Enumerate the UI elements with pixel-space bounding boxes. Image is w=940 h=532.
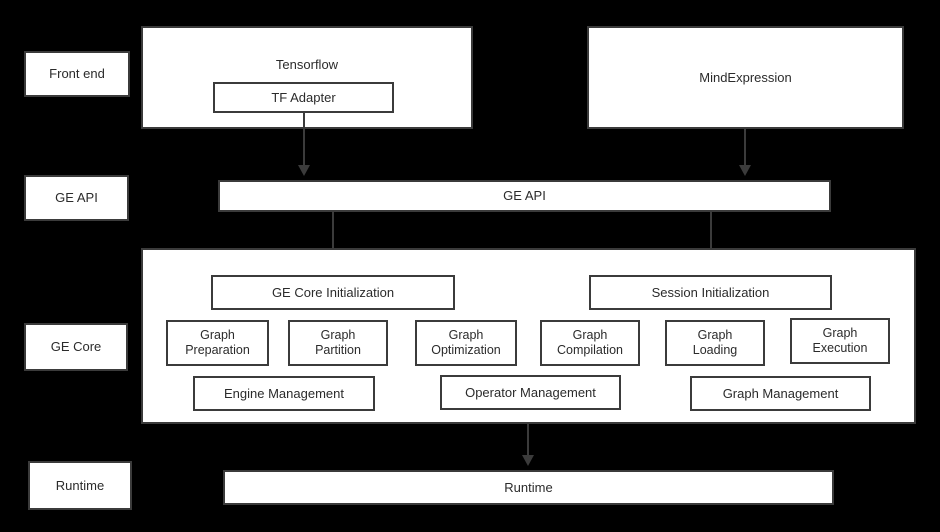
connector-tf-adapter-to-ge-api (303, 113, 305, 167)
runtime-bar[interactable]: Runtime (223, 470, 834, 505)
layer-label-runtime: Runtime (28, 461, 132, 510)
layer-label-front-end: Front end (24, 51, 130, 97)
operator-management-box[interactable]: Operator Management (440, 375, 621, 410)
tf-adapter-box[interactable]: TF Adapter (213, 82, 394, 113)
graph-optimization-box[interactable]: Graph Optimization (415, 320, 517, 366)
connector-mindexpression-to-ge-api (744, 129, 746, 167)
arrowhead-mindexpression-to-ge-api (739, 165, 751, 176)
graph-loading-box[interactable]: Graph Loading (665, 320, 765, 366)
graph-partition-box[interactable]: Graph Partition (288, 320, 388, 366)
arrowhead-ge-core-to-runtime (522, 455, 534, 466)
layer-label-ge-core: GE Core (24, 323, 128, 371)
connector-ge-api-to-session-init (710, 212, 712, 258)
ge-core-initialization-box[interactable]: GE Core Initialization (211, 275, 455, 310)
ge-api-bar[interactable]: GE API (218, 180, 831, 212)
graph-management-box[interactable]: Graph Management (690, 376, 871, 411)
graph-compilation-box[interactable]: Graph Compilation (540, 320, 640, 366)
tensorflow-container: Tensorflow (141, 26, 473, 129)
graph-preparation-box[interactable]: Graph Preparation (166, 320, 269, 366)
arrowhead-tf-adapter-to-ge-api (298, 165, 310, 176)
engine-management-box[interactable]: Engine Management (193, 376, 375, 411)
session-initialization-box[interactable]: Session Initialization (589, 275, 832, 310)
connector-ge-core-to-runtime (527, 424, 529, 457)
mindexpression-container[interactable]: MindExpression (587, 26, 904, 129)
layer-label-ge-api: GE API (24, 175, 129, 221)
tensorflow-title: Tensorflow (275, 57, 339, 72)
connector-ge-api-to-core-init (332, 212, 334, 258)
graph-execution-box[interactable]: Graph Execution (790, 318, 890, 364)
